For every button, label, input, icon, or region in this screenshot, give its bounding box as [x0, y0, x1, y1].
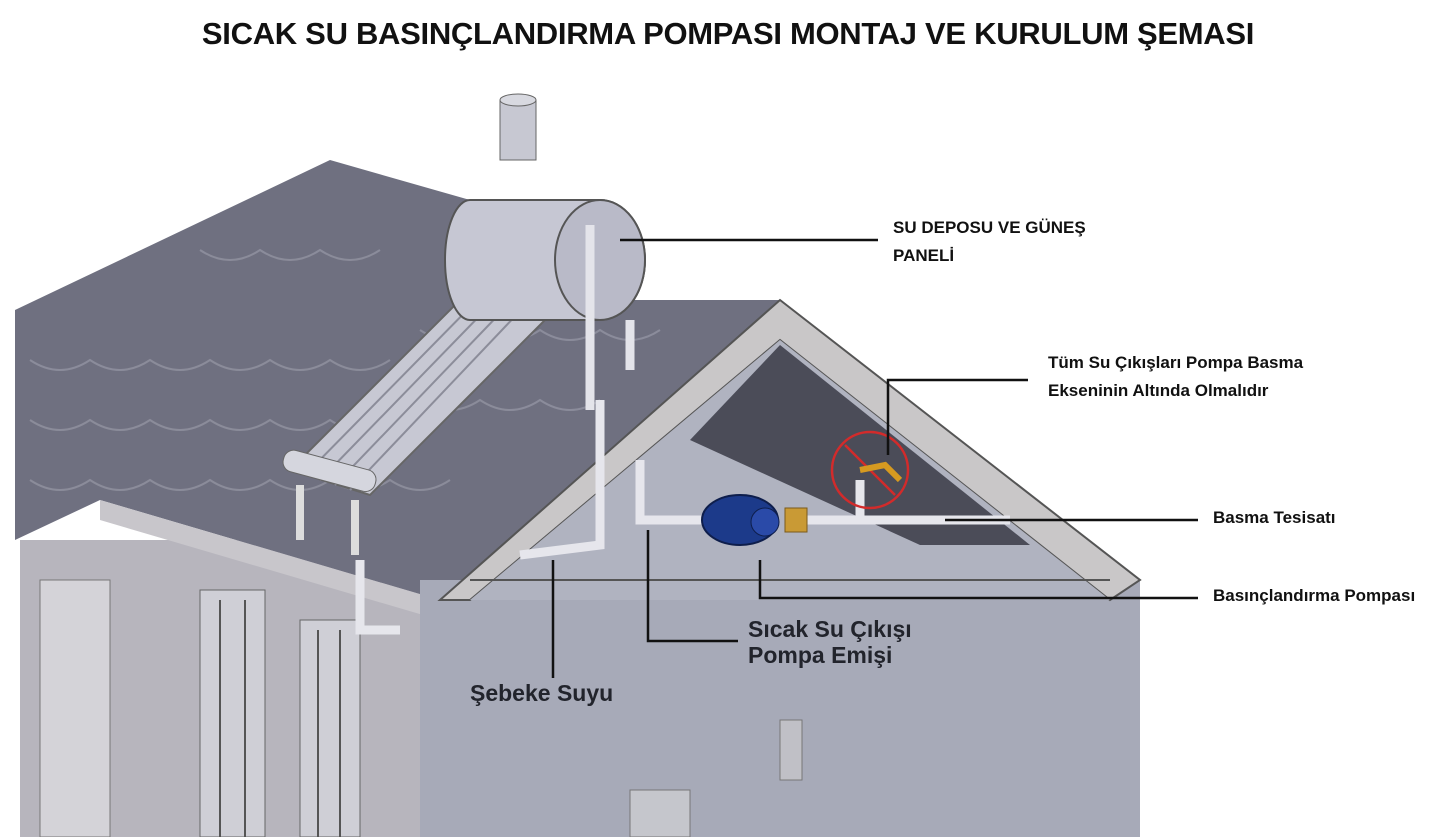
solar-panel: [282, 288, 547, 555]
label-pump: Basınçlandırma Pompası: [1213, 586, 1416, 605]
page-title: SICAK SU BASINÇLANDIRMA POMPASI MONTAJ V…: [201, 16, 1255, 51]
interior-wall: [420, 580, 1140, 837]
window: [299, 619, 361, 837]
label-line: Tüm Su Çıkışları Pompa Basma: [1048, 353, 1304, 372]
label-line: Ekseninin Altında Olmalıdır: [1048, 381, 1269, 400]
label-hot-outlet: Sıcak Su Çıkışı Pompa Emişi: [748, 616, 912, 668]
prohibited-faucet-icon: [830, 430, 910, 510]
roof-fascia: [100, 500, 440, 620]
water-tank: [444, 93, 646, 410]
leader-lines: [551, 238, 1198, 678]
door: [39, 579, 111, 837]
pump-icon: [701, 494, 808, 546]
attic-shadow: [690, 345, 1030, 545]
label-line: SU DEPOSU VE GÜNEŞ: [893, 218, 1086, 237]
label-line: Pompa Emişi: [748, 642, 893, 668]
appliance: [629, 789, 691, 837]
label-outlets: Tüm Su Çıkışları Pompa Basma Ekseninin A…: [1048, 349, 1303, 405]
label-discharge: Basma Tesisatı: [1213, 508, 1336, 527]
label-mains: Şebeke Suyu: [470, 680, 614, 706]
pipes: [355, 400, 1010, 635]
label-line: Sıcak Su Çıkışı: [748, 616, 912, 642]
window-grid: [219, 600, 341, 837]
label-tank: SU DEPOSU VE GÜNEŞ PANELİ: [893, 214, 1086, 270]
label-line: PANELİ: [893, 246, 955, 265]
window: [199, 589, 266, 837]
wall-panel: [779, 719, 803, 781]
